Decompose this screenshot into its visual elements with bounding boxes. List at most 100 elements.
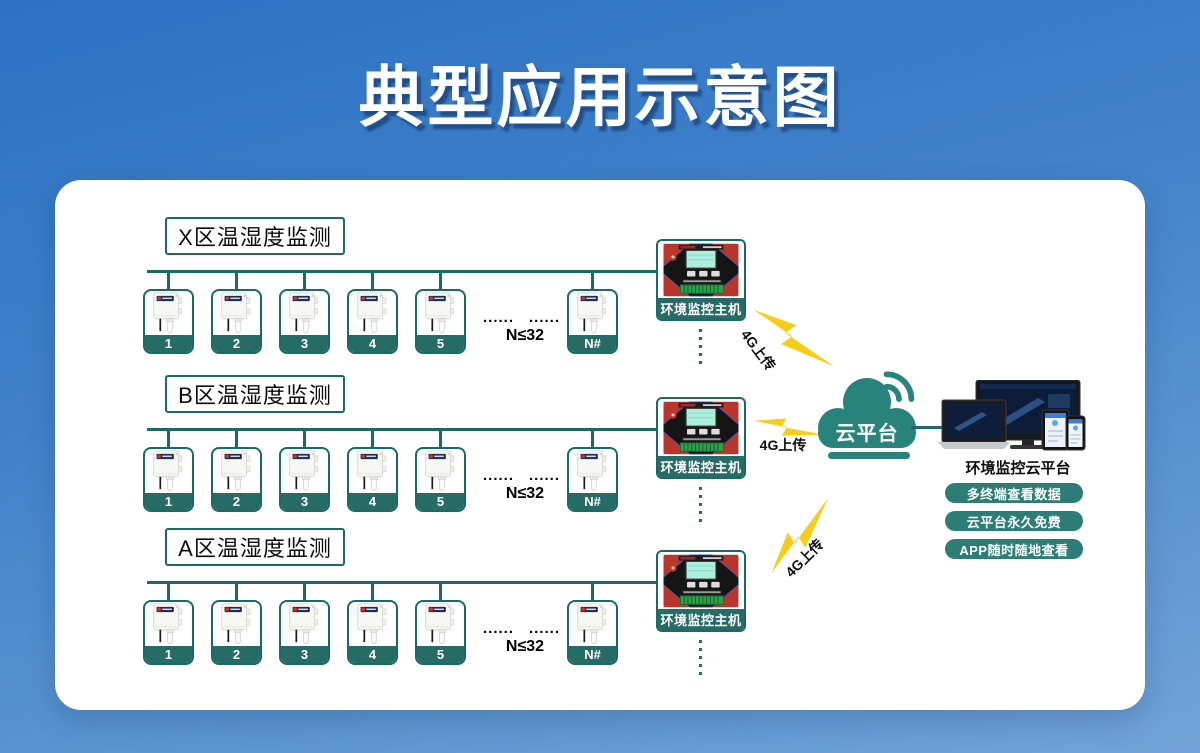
- bus-drop: [439, 428, 442, 447]
- sensor-card: 2: [211, 289, 262, 354]
- host-label: 环境监控主机: [658, 609, 744, 630]
- bus-drop: [591, 270, 594, 289]
- ellipsis: ......: [483, 309, 515, 326]
- sensor-card: 3: [279, 289, 330, 354]
- host-device-icon: [658, 399, 744, 456]
- ellipsis: ......: [529, 309, 561, 326]
- host-label: 环境监控主机: [658, 298, 744, 319]
- host-device-icon: [658, 552, 744, 609]
- sensor-device-icon: [569, 291, 616, 335]
- ellipsis: ......: [483, 467, 515, 484]
- feature-badge: 云平台永久免费: [945, 511, 1083, 531]
- bus-drop: [167, 428, 170, 447]
- sensor-card: 2: [211, 447, 262, 512]
- sensor-device-icon: [213, 602, 260, 646]
- sensor-number: 5: [417, 493, 464, 510]
- sensor-card: 4: [347, 447, 398, 512]
- sensor-device-icon: [569, 602, 616, 646]
- sensor-number: N#: [569, 335, 616, 352]
- ellipsis: ......: [529, 620, 561, 637]
- sensor-number: 2: [213, 646, 260, 663]
- cloud-platform-label: 云平台: [835, 423, 899, 445]
- sensor-device-icon: [281, 291, 328, 335]
- bus-drop: [235, 581, 238, 600]
- feature-badge: 多终端查看数据: [945, 483, 1083, 503]
- sensor-card: 3: [279, 447, 330, 512]
- capacity-label: N≤32: [505, 327, 545, 344]
- sensor-number: 4: [349, 335, 396, 352]
- bus-drop: [371, 428, 374, 447]
- sensor-device-icon: [281, 449, 328, 493]
- continuation-dots: [699, 640, 702, 676]
- sensor-device-icon: [145, 602, 192, 646]
- sensor-number: 4: [349, 493, 396, 510]
- sensor-card: 5: [415, 600, 466, 665]
- host-card: 环境监控主机: [656, 239, 746, 321]
- zone-label: X区温湿度监测: [165, 217, 345, 255]
- bus-line: [147, 581, 658, 584]
- sensor-device-icon: [145, 291, 192, 335]
- sensor-number: 4: [349, 646, 396, 663]
- bus-line: [147, 428, 658, 431]
- zone-row-a: A区温湿度监测 1: [55, 528, 1145, 688]
- host-card: 环境监控主机: [656, 397, 746, 479]
- sensor-device-icon: [349, 602, 396, 646]
- bus-drop: [167, 270, 170, 289]
- zone-label: B区温湿度监测: [165, 375, 345, 413]
- sensor-device-icon: [145, 449, 192, 493]
- continuation-dots: [699, 487, 702, 523]
- continuation-dots: [699, 329, 702, 365]
- sensor-number: 1: [145, 646, 192, 663]
- bus-drop: [371, 270, 374, 289]
- sensor-number: 3: [281, 335, 328, 352]
- cloud-icon: [818, 378, 916, 448]
- sensor-number: 3: [281, 493, 328, 510]
- zone-label: A区温湿度监测: [165, 528, 345, 566]
- sensor-device-icon: [417, 291, 464, 335]
- lightning-bolt-icon: [749, 394, 827, 461]
- sensor-number: 2: [213, 493, 260, 510]
- capacity-label: N≤32: [505, 485, 545, 502]
- sensor-number: 5: [417, 646, 464, 663]
- bus-drop: [167, 581, 170, 600]
- zone-row-b: B区温湿度监测 1: [55, 375, 1145, 535]
- capacity-label: N≤32: [505, 638, 545, 655]
- sensor-card: 5: [415, 447, 466, 512]
- sensor-card: 4: [347, 289, 398, 354]
- multi-device-illustration: [938, 380, 1086, 451]
- sensor-device-icon: [417, 602, 464, 646]
- bus-drop: [235, 270, 238, 289]
- sensor-number: 3: [281, 646, 328, 663]
- bus-drop: [439, 581, 442, 600]
- bus-drop: [303, 428, 306, 447]
- sensor-number: 1: [145, 493, 192, 510]
- sensor-card: 1: [143, 600, 194, 665]
- sensor-device-icon: [349, 449, 396, 493]
- bus-drop: [439, 270, 442, 289]
- sensor-device-icon: [213, 449, 260, 493]
- zone-row-x: X区温湿度监测 1: [55, 217, 1145, 377]
- feature-badge: APP随时随地查看: [945, 539, 1083, 559]
- bus-drop: [371, 581, 374, 600]
- sensor-device-icon: [213, 291, 260, 335]
- bus-line: [147, 270, 658, 273]
- cloud-to-devices-line: [911, 426, 953, 429]
- sensor-number: 2: [213, 335, 260, 352]
- sensor-card-n: N#: [567, 289, 618, 354]
- cloud-base-bar: [828, 452, 910, 459]
- wifi-signal-icon: [883, 371, 915, 402]
- sensor-card: 4: [347, 600, 398, 665]
- sensor-number: 1: [145, 335, 192, 352]
- sensor-number: N#: [569, 493, 616, 510]
- bus-drop: [303, 581, 306, 600]
- sensor-device-icon: [417, 449, 464, 493]
- sensor-card-n: N#: [567, 600, 618, 665]
- platform-title: 环境监控云平台: [965, 460, 1071, 477]
- uplink-label: 4G上传: [759, 437, 807, 453]
- sensor-card-n: N#: [567, 447, 618, 512]
- sensor-card: 5: [415, 289, 466, 354]
- sensor-device-icon: [569, 449, 616, 493]
- sensor-card: 1: [143, 289, 194, 354]
- host-card: 环境监控主机: [656, 550, 746, 632]
